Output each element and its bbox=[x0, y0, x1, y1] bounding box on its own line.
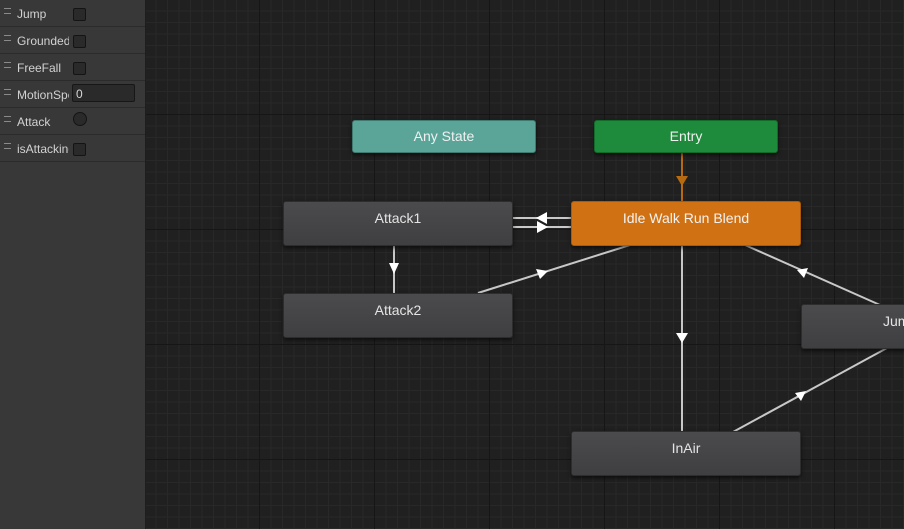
any-state-node[interactable]: Any State bbox=[352, 120, 536, 153]
parameter-row-grounded[interactable]: Grounded bbox=[0, 27, 145, 54]
freefall-checkbox[interactable] bbox=[73, 62, 86, 75]
arrow-icon bbox=[537, 221, 548, 233]
drag-handle-icon[interactable] bbox=[4, 35, 11, 41]
parameter-name: Grounded bbox=[17, 34, 69, 48]
parameters-panel: Jump Grounded FreeFall MotionSpeed 0 Att… bbox=[0, 0, 146, 529]
drag-handle-icon[interactable] bbox=[4, 89, 11, 95]
state-machine-graph[interactable] bbox=[146, 0, 904, 529]
parameter-name: FreeFall bbox=[17, 61, 62, 75]
parameter-name: Attack bbox=[17, 115, 51, 129]
drag-handle-icon[interactable] bbox=[4, 143, 11, 149]
arrow-icon bbox=[676, 176, 688, 186]
parameter-row-attack[interactable]: Attack bbox=[0, 108, 145, 135]
attack2-node[interactable]: Attack2 bbox=[283, 293, 513, 338]
parameter-row-jump[interactable]: Jump bbox=[0, 0, 145, 27]
jump-checkbox[interactable] bbox=[73, 8, 86, 21]
arrow-icon bbox=[389, 263, 399, 274]
transition-inair-to-jump[interactable] bbox=[732, 347, 888, 433]
motionspeed-input[interactable]: 0 bbox=[72, 84, 135, 102]
drag-handle-icon[interactable] bbox=[4, 8, 11, 14]
drag-handle-icon[interactable] bbox=[4, 116, 11, 122]
arrow-icon bbox=[676, 333, 688, 343]
isattacking-checkbox[interactable] bbox=[73, 143, 86, 156]
arrow-icon bbox=[797, 268, 808, 278]
entry-node[interactable]: Entry bbox=[594, 120, 778, 153]
drag-handle-icon[interactable] bbox=[4, 62, 11, 68]
parameter-name: MotionSpeed bbox=[17, 88, 69, 102]
parameter-row-isattacking[interactable]: isAttacking bbox=[0, 135, 145, 162]
transition-attack2-to-idle[interactable] bbox=[477, 244, 631, 294]
attack-trigger-toggle[interactable] bbox=[73, 112, 87, 126]
parameter-row-freefall[interactable]: FreeFall bbox=[0, 54, 145, 81]
arrow-icon bbox=[536, 212, 547, 224]
grounded-checkbox[interactable] bbox=[73, 35, 86, 48]
idle-walk-run-blend-node[interactable]: Idle Walk Run Blend bbox=[571, 201, 801, 246]
jump-node[interactable]: JumpStart bbox=[801, 304, 904, 349]
transition-jump-to-idle[interactable] bbox=[744, 244, 881, 306]
parameter-name: Jump bbox=[17, 7, 47, 21]
attack1-node[interactable]: Attack1 bbox=[283, 201, 513, 246]
inair-node[interactable]: InAir bbox=[571, 431, 801, 476]
arrow-icon bbox=[536, 269, 548, 279]
arrow-icon bbox=[795, 391, 806, 401]
parameter-name: isAttacking bbox=[17, 142, 69, 156]
parameter-row-motionspeed[interactable]: MotionSpeed 0 bbox=[0, 81, 145, 108]
